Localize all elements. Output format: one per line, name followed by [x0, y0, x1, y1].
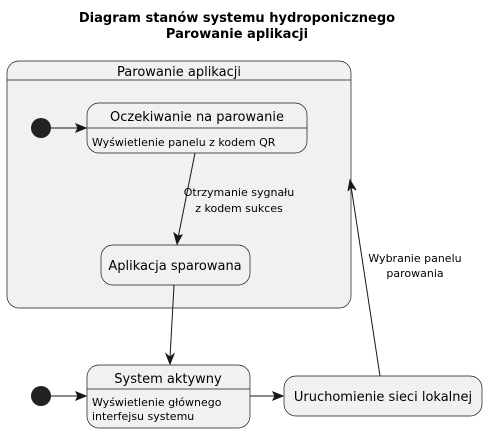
arrowhead [347, 178, 357, 192]
initial-node-pairing [31, 118, 51, 138]
arrowhead [74, 391, 88, 401]
transition-active-to-network [250, 391, 285, 401]
state-active-description-line2: interfejsu systemu [92, 410, 194, 423]
state-awaiting-pairing: Oczekiwanie na parowanie Wyświetlenie pa… [86, 102, 308, 154]
state-local-network: Uruchomienie sieci lokalnej [283, 375, 483, 417]
arrowhead [271, 391, 285, 401]
state-active-name: System aktywny [114, 372, 222, 387]
transition-network-to-pairing: Wybranie panelu parowania [347, 178, 462, 377]
composite-state-name: Parowanie aplikacji [117, 65, 241, 80]
transition-line [177, 152, 196, 239]
arrowhead [164, 352, 176, 366]
transition-line [169, 284, 175, 359]
transition-label-line1: Otrzymanie sygnału [184, 186, 295, 199]
state-system-active: System aktywny Wyświetlenie głównego int… [86, 364, 251, 429]
diagram-subtitle: Parowanie aplikacji [166, 27, 308, 42]
transition-awaiting-to-paired: Otrzymanie sygnału z kodem sukces [173, 152, 295, 246]
transition-initial-to-awaiting [51, 123, 88, 133]
transition-line [350, 185, 381, 377]
state-network-name: Uruchomienie sieci lokalnej [294, 390, 472, 405]
state-awaiting-description: Wyświetlenie panelu z kodem QR [92, 136, 276, 149]
arrowhead [173, 231, 183, 246]
transition-label-line2: parowania [386, 267, 443, 280]
state-app-paired: Aplikacja sparowana [100, 244, 251, 286]
transition-paired-to-active [164, 284, 176, 366]
arrowhead [74, 123, 88, 133]
state-awaiting-name: Oczekiwanie na parowanie [110, 110, 284, 125]
transition-label-line2: z kodem sukces [195, 202, 283, 215]
state-active-description-line1: Wyświetlenie głównego [92, 396, 222, 409]
initial-node-main [31, 386, 51, 406]
transition-initial-to-active [51, 391, 88, 401]
diagram-title: Diagram stanów systemu hydroponicznego [79, 11, 395, 26]
state-paired-name: Aplikacja sparowana [108, 259, 241, 274]
transition-label-line1: Wybranie panelu [368, 252, 461, 265]
state-paired-box [100, 244, 251, 286]
